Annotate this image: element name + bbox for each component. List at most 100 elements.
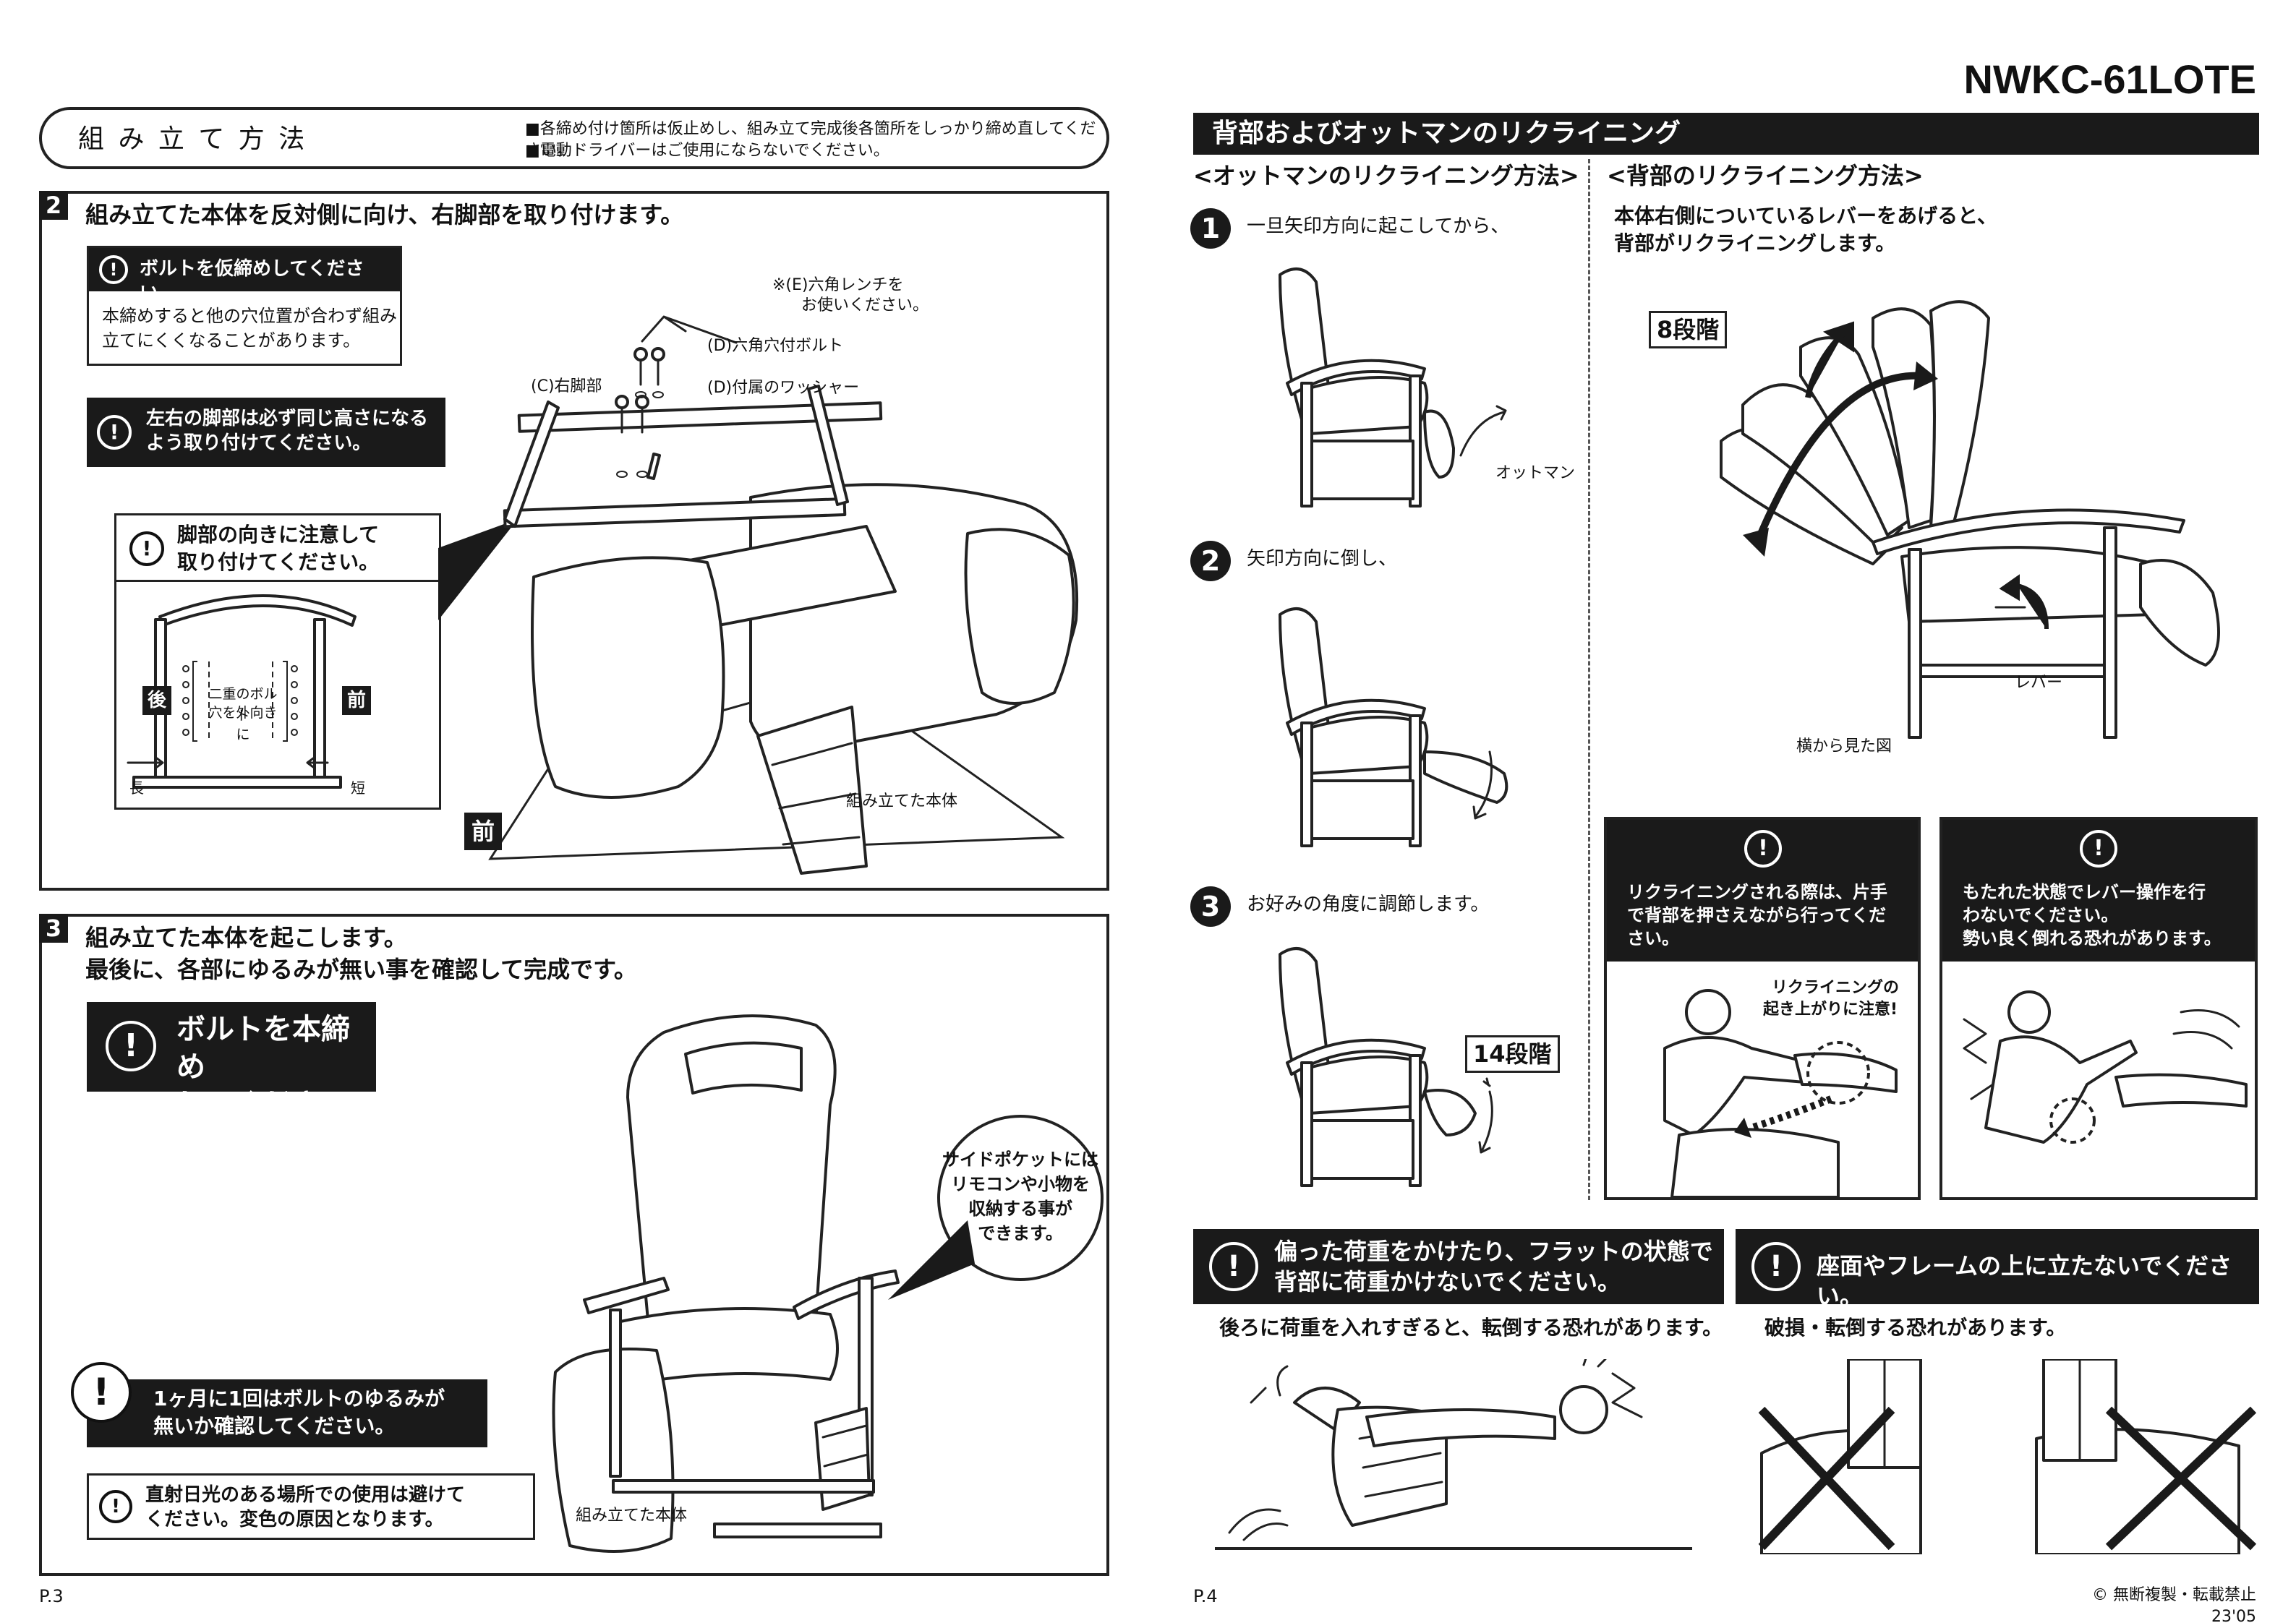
- leg-orientation-title: ! 脚部の向きに注意して 取り付けてください。: [116, 515, 439, 582]
- label-front-box: 前: [464, 813, 502, 850]
- caution1-line-1: リクライニングされる際は、片手: [1627, 882, 1887, 902]
- label-bolt: (D)六角穴付ボルト: [707, 337, 844, 355]
- caution2-illustration: [1963, 990, 2248, 1144]
- assembled-chair-illustration: [552, 1014, 900, 1553]
- danger2-illustration: [1758, 1359, 2257, 1554]
- ottoman-step3-number: 3: [1190, 886, 1231, 927]
- exclamation-icon: !: [71, 1362, 132, 1423]
- diagram-short: 短: [351, 779, 365, 797]
- page-number-left: P.3: [39, 1586, 64, 1606]
- ottoman-step2-text: 矢印方向に倒し、: [1247, 548, 1398, 570]
- warn-temp-tighten-title: ボルトを仮締めしてください。: [140, 258, 364, 304]
- warn-temp-tighten-title-bar: ! ボルトを仮締めしてください。: [89, 248, 400, 304]
- step3-heading-2: 最後に、各部にゆるみが無い事を確認して完成です。: [85, 956, 637, 983]
- ottoman-step3-text: お好みの角度に調節します。: [1247, 894, 1490, 915]
- step3-panel: 3 組み立てた本体を起こします。 最後に、各部にゆるみが無い事を確認して完成です…: [39, 914, 1109, 1576]
- ottoman-step2-number: 2: [1190, 541, 1231, 581]
- ottoman-step1-text: 一旦矢印方向に起こしてから、: [1247, 215, 1510, 237]
- model-number: NWKC-61LOTE: [1963, 56, 2256, 102]
- sun-line-2: ください。変色の原因となります。: [145, 1509, 444, 1530]
- warn-sunlight: ! 直射日光のある場所での使用は避けて ください。変色の原因となります。: [87, 1473, 535, 1540]
- diagram-front-label: 前: [342, 686, 371, 715]
- warn-same-height-line-2: よう取り付けてください。: [146, 432, 372, 454]
- chair-assembly-illustration: [488, 315, 1079, 875]
- warn-final-line-1: ボルトを本締め: [176, 1013, 350, 1084]
- leg-callout-pointer: [438, 519, 518, 620]
- pocket-line-4: できます。: [978, 1223, 1063, 1243]
- label-ottoman: オットマン: [1495, 464, 1576, 482]
- exclamation-icon: !: [1209, 1242, 1258, 1291]
- leg-orientation-line-2: 取り付けてください。: [177, 550, 380, 574]
- danger2-sub: 破損・転倒する恐れがあります。: [1764, 1316, 2067, 1340]
- caution1-line-2: で背部を押さえながら行ってくだ: [1627, 905, 1887, 925]
- caution1-callout-2: 起き上がりに注意!: [1763, 1001, 1898, 1019]
- danger2-title: ! 座面やフレームの上に立たないでください。: [1736, 1229, 2259, 1310]
- copyright: © 無断複製・転載禁止 23'05: [2092, 1586, 2256, 1623]
- warn-temp-tighten: ! ボルトを仮締めしてください。 本締めすると他の穴位置が合わず組み 立てにくく…: [87, 246, 402, 366]
- warn-final-line-2: してください: [176, 1088, 349, 1121]
- leg-orientation-diagram: [127, 594, 357, 789]
- label-lever: レバー: [2015, 674, 2063, 692]
- leg-orientation-box: ! 脚部の向きに注意して 取り付けてください。 後 前 二重のボルト 穴を外向き…: [114, 513, 441, 810]
- caution1-line-3: さい。: [1627, 928, 1679, 948]
- step3-heading-1: 組み立てた本体を起こします。: [85, 924, 407, 951]
- step2-number: 2: [39, 191, 68, 220]
- warn-final-tighten: ! ボルトを本締め してください: [87, 1002, 376, 1121]
- warn-temp-tighten-body-2: 立てにくくなることがあります。: [102, 330, 361, 351]
- ottoman-step2-illustration: [1279, 607, 1508, 847]
- caution1-text-block: ! リクライニングされる際は、片手 で背部を押さえながら行ってくだ さい。: [1607, 820, 1918, 962]
- step3-number: 3: [39, 914, 68, 943]
- exclamation-icon: !: [1744, 830, 1782, 868]
- assembly-note-1: ■各締め付け箇所は仮止めし、組み立て完成後各箇所をしっかり締め直してください。: [525, 120, 1096, 160]
- danger2-title-text: 座面やフレームの上に立たないでください。: [1817, 1252, 2232, 1310]
- back-8-steps: 8段階: [1649, 311, 1728, 348]
- warn-same-height-line-1: 左右の脚部は必ず同じ高さになる: [146, 408, 429, 429]
- back-desc-2: 背部がリクライニングします。: [1614, 231, 1896, 255]
- exclamation-icon: !: [129, 531, 164, 566]
- exclamation-icon: !: [97, 415, 132, 450]
- danger1-title-line-2: 背部に荷重かけないでください。: [1274, 1268, 1621, 1296]
- diagram-hole-2: 穴を外向きに: [208, 705, 278, 742]
- danger1-illustration: [1215, 1359, 1692, 1550]
- ottoman-step3-illustration: [1279, 947, 1493, 1187]
- caution1-callout-1: リクライニングの: [1772, 979, 1900, 997]
- step2-panel: 2 組み立てた本体を反対側に向け、右脚部を取り付けます。 ! ボルトを仮締めして…: [39, 191, 1109, 891]
- assembly-title-bar: 組 み 立 て 方 法 ■各締め付け箇所は仮止めし、組み立て完成後各箇所をしっか…: [39, 107, 1109, 169]
- danger1-sub: 後ろに荷重を入れすぎると、転倒する恐れがあります。: [1219, 1316, 1723, 1340]
- ottoman-step1-illustration: [1279, 267, 1507, 508]
- assembly-note-2: ■電動ドライバーはご使用にならないでください。: [525, 142, 889, 160]
- caution1-illustration: [1663, 989, 1898, 1197]
- back-desc-1: 本体右側についているレバーをあげると、: [1614, 204, 1998, 228]
- page-number-right: P.4: [1193, 1586, 1218, 1606]
- caution2-line-2: わないでください。: [1963, 905, 2119, 925]
- caution2-line-1: もたれた状態でレバー操作を行: [1963, 882, 2206, 902]
- ottoman-step1-number: 1: [1190, 208, 1231, 249]
- ottoman-14-steps: 14段階: [1465, 1035, 1560, 1073]
- label-wrench-1: ※(E)六角レンチを: [772, 276, 904, 294]
- danger1-title: ! 偏った荷重をかけたり、フラットの状態で 背部に荷重かけないでください。: [1193, 1229, 1724, 1304]
- pocket-callout-pointer: [888, 1220, 975, 1300]
- exclamation-icon: !: [99, 255, 128, 284]
- diagram-back-label: 後: [142, 686, 171, 715]
- label-side-view: 横から見た図: [1796, 737, 1892, 755]
- label-assembled-body: 組み立てた本体: [846, 792, 958, 810]
- exclamation-icon: !: [2080, 830, 2117, 868]
- back-heading: <背部のリクライニング方法>: [1607, 162, 1924, 189]
- caution-panel-1: ! リクライニングされる際は、片手 で背部を押さえながら行ってくだ さい。 リク…: [1604, 817, 1921, 1200]
- reclining-title-bar: 背部およびオットマンのリクライニング: [1193, 113, 2259, 155]
- exclamation-icon: !: [106, 1021, 156, 1071]
- caution-panel-2: ! もたれた状態でレバー操作を行 わないでください。 勢い良く倒れる恐れがありま…: [1939, 817, 2258, 1200]
- caution2-text-block: ! もたれた状態でレバー操作を行 わないでください。 勢い良く倒れる恐れがありま…: [1942, 820, 2255, 962]
- monthly-line-2: 無いか確認してください。: [153, 1414, 396, 1438]
- exclamation-icon: !: [1751, 1242, 1801, 1291]
- label-wrench-2: お使いください。: [801, 296, 929, 314]
- column-divider: [1588, 159, 1590, 1200]
- exclamation-icon: !: [99, 1490, 132, 1523]
- ottoman-heading: <オットマンのリクライニング方法>: [1193, 162, 1579, 189]
- label-assembled-body-2: 組み立てた本体: [576, 1507, 688, 1525]
- warn-same-height: ! 左右の脚部は必ず同じ高さになる よう取り付けてください。: [87, 398, 445, 467]
- back-recline-illustration: [1720, 300, 2220, 739]
- assembly-title: 組 み 立 て 方 法: [78, 124, 308, 154]
- monthly-line-1: 1ヶ月に1回はボルトのゆるみが: [153, 1387, 445, 1410]
- pocket-line-2: リモコンや小物を: [951, 1174, 1090, 1194]
